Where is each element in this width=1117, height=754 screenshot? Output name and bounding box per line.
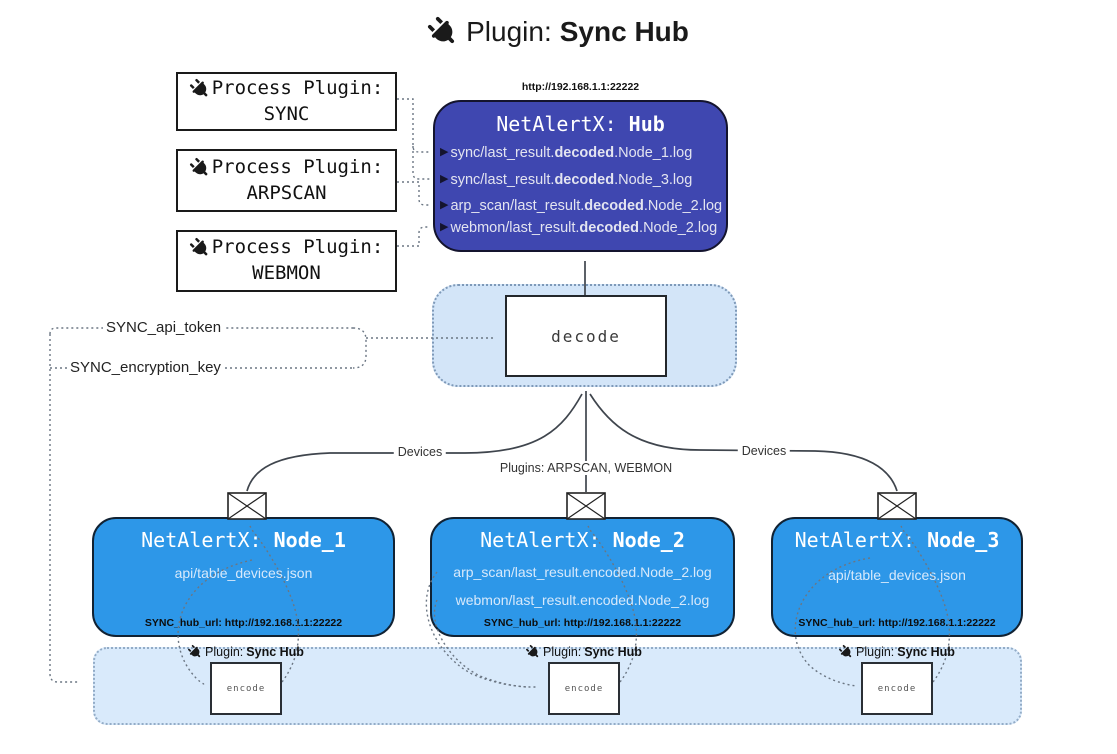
node-file: arp_scan/last_result.encoded.Node_2.log	[453, 564, 712, 580]
process-plugin-label: Process Plugin:	[211, 155, 384, 178]
encode-box: encode	[210, 662, 282, 715]
plugins-label-center: Plugins: ARPSCAN, WEBMON	[495, 461, 677, 475]
wire-secrets-join	[352, 327, 367, 369]
node-title: NetAlertX: Node_2	[480, 528, 685, 552]
plug-icon	[186, 75, 214, 103]
hub-box: NetAlertX: Hub ▶ sync/last_result.decode…	[433, 100, 728, 252]
node-file: api/table_devices.json	[174, 565, 313, 581]
process-plugin-webmon-box: Process Plugin: WEBMON	[176, 230, 397, 292]
encode-plugin-label: Plugin: Sync Hub	[526, 645, 642, 659]
process-plugin-label: Process Plugin:	[211, 76, 384, 99]
process-plugin-name: ARPSCAN	[246, 181, 327, 204]
process-plugin-name: WEBMON	[252, 262, 321, 284]
plug-icon	[422, 11, 464, 53]
node-title: NetAlertX: Node_1	[141, 528, 346, 552]
title-name: Sync Hub	[559, 16, 689, 47]
node-hub-url: SYNC_hub_url: http://192.168.1.1:22222	[798, 617, 996, 629]
hub-file-row: ▶ webmon/last_result.decoded.Node_2.log	[440, 219, 718, 236]
decode-box: decode	[505, 295, 667, 377]
node-file: api/table_devices.json	[828, 567, 966, 583]
node-file: webmon/last_result.encoded.Node_2.log	[455, 592, 710, 608]
process-plugin-name: SYNC	[263, 102, 310, 125]
sync-api-token-label: SYNC_api_token	[103, 319, 225, 336]
envelope-icon	[227, 492, 267, 520]
process-plugin-arpscan-box: Process Plugin: ARPSCAN	[176, 149, 397, 212]
hub-file-row: ▶ sync/last_result.decoded.Node_1.log	[440, 144, 693, 161]
encode-plugin-label: Plugin: Sync Hub	[839, 645, 955, 659]
title-label: Plugin:	[466, 16, 552, 47]
hub-title-name: Hub	[628, 112, 665, 136]
hub-title: NetAlertX: Hub	[435, 112, 726, 136]
plug-icon	[523, 642, 543, 662]
arrow-node1-to-decode	[246, 393, 583, 492]
node-1-box: NetAlertX: Node_1 api/table_devices.json…	[92, 517, 395, 637]
hub-title-label: NetAlertX:	[496, 112, 617, 136]
encode-box: encode	[861, 662, 933, 715]
arrow-right-icon: ▶	[440, 146, 449, 158]
hub-url-label: http://192.168.1.1:22222	[521, 81, 640, 93]
plug-icon	[186, 234, 214, 262]
encode-plugin-label: Plugin: Sync Hub	[188, 645, 304, 659]
wire-secrets-to-encode-band	[49, 334, 80, 683]
diagram-title: Plugin: Sync Hub	[0, 16, 1117, 48]
wire-arpscan-to-hub	[397, 181, 430, 206]
process-plugin-label: Process Plugin:	[211, 236, 384, 259]
plug-icon	[186, 154, 214, 182]
node-2-box: NetAlertX: Node_2 arp_scan/last_result.e…	[430, 517, 735, 637]
process-plugin-sync-box: Process Plugin: SYNC	[176, 72, 397, 131]
arrow-right-icon: ▶	[440, 173, 449, 185]
devices-label-right: Devices	[737, 444, 791, 458]
arrow-right-icon: ▶	[440, 199, 449, 211]
arrow-node3-to-decode	[589, 393, 898, 492]
sync-encryption-key-label: SYNC_encryption_key	[67, 359, 224, 376]
wire-webmon-to-hub	[397, 226, 430, 247]
wire-sync-to-hub-1	[397, 98, 430, 153]
wire-sync-to-hub-2	[412, 146, 430, 180]
hub-file-row: ▶ sync/last_result.decoded.Node_3.log	[440, 171, 693, 188]
node-3-box: NetAlertX: Node_3 api/table_devices.json…	[771, 517, 1023, 637]
encode-box: encode	[548, 662, 620, 715]
arrow-right-icon: ▶	[440, 221, 449, 233]
plug-icon	[836, 642, 856, 662]
hub-file-row: ▶ arp_scan/last_result.decoded.Node_2.lo…	[440, 197, 723, 214]
envelope-icon	[877, 492, 917, 520]
node-title: NetAlertX: Node_3	[794, 528, 1000, 552]
node-hub-url: SYNC_hub_url: http://192.168.1.1:22222	[144, 617, 343, 629]
devices-label-left: Devices	[393, 445, 447, 459]
plug-icon	[185, 642, 205, 662]
node-hub-url: SYNC_hub_url: http://192.168.1.1:22222	[483, 617, 682, 629]
envelope-icon	[566, 492, 606, 520]
